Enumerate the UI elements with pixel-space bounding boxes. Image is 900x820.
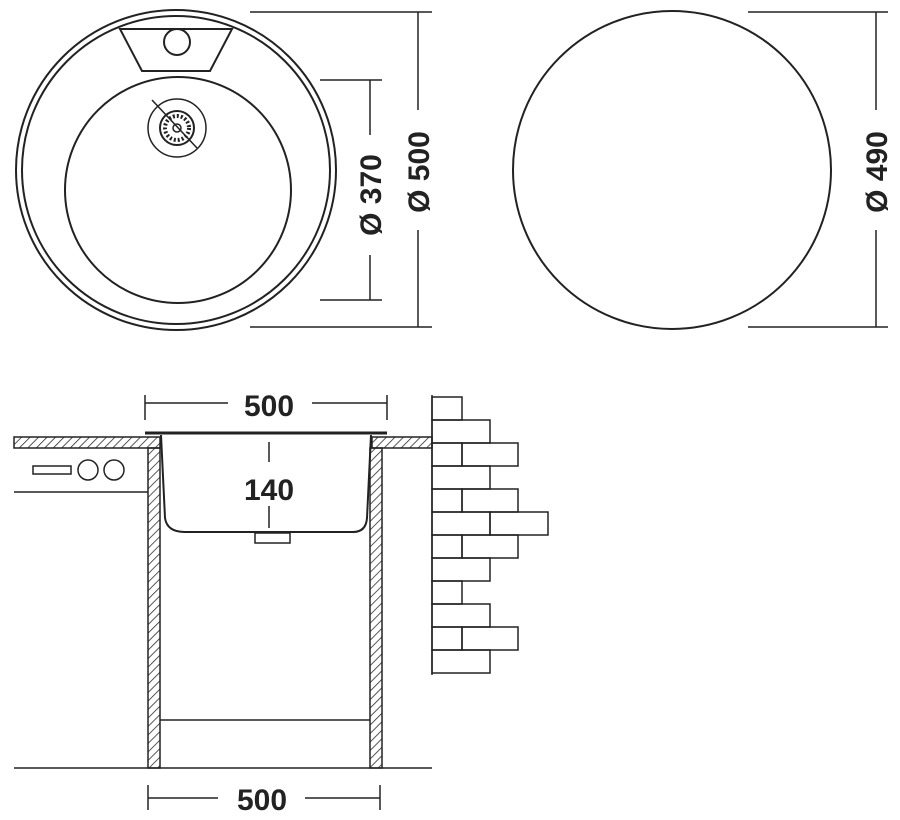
sink-bowl-section	[160, 434, 372, 533]
countertop-left	[13, 436, 161, 449]
faucet-deck	[118, 28, 234, 72]
drain-strainer-icon	[147, 98, 207, 158]
cutout-diameter-label: Ø 490	[861, 131, 894, 213]
brick-wall	[431, 395, 549, 675]
cutout-view: Ø 490	[512, 10, 894, 330]
countertop-right	[371, 436, 433, 449]
sink-top-view: Ø 370 Ø 500	[15, 9, 436, 331]
cabinet-wall-right	[369, 447, 383, 769]
sink-diameter-dimension: Ø 500	[250, 11, 436, 328]
bowl-depth-label: 140	[244, 474, 294, 507]
sink-outer-rim	[15, 9, 337, 331]
cutout-circle	[512, 10, 832, 330]
sink-diameter-label: Ø 500	[403, 131, 436, 213]
cabinet-wall-left	[147, 447, 161, 769]
sink-width-label: 500	[244, 390, 294, 423]
drawer-handle-icon	[32, 465, 72, 475]
sink-inner-rim	[21, 15, 331, 325]
bowl-diameter-label: Ø 370	[355, 154, 388, 236]
drain-outlet	[254, 532, 291, 544]
bowl-outline	[64, 76, 292, 304]
cabinet-width-label: 500	[237, 784, 287, 817]
knob-icon	[103, 459, 125, 481]
faucet-hole	[163, 28, 191, 56]
section-view: 500 140 500	[13, 390, 549, 817]
bowl-diameter-dimension: Ø 370	[320, 79, 388, 301]
knob-icon	[77, 459, 99, 481]
